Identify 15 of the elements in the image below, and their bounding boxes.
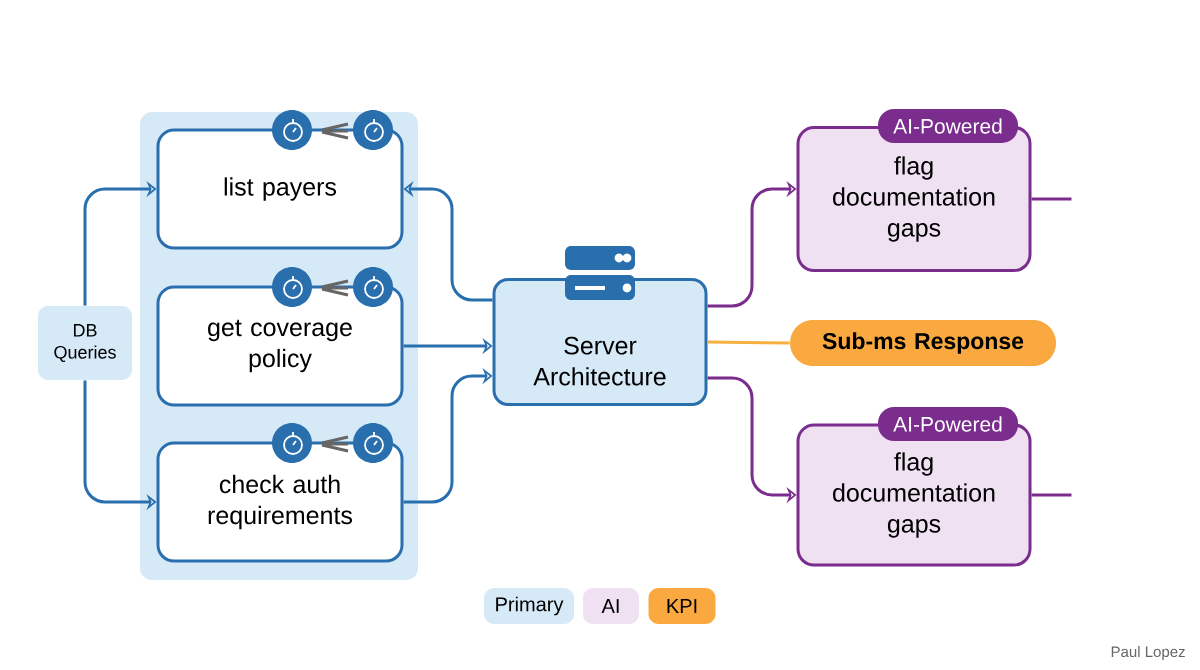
server-box: Server Architecture xyxy=(492,278,708,406)
kpi-pill: Sub-ms Response xyxy=(790,320,1056,366)
legend-item: Primary xyxy=(484,588,574,624)
connector xyxy=(1031,197,1072,201)
legend-item: AI xyxy=(583,588,639,624)
process-box: list payers xyxy=(156,128,404,250)
process-box: check auth requirements xyxy=(156,441,404,563)
connector xyxy=(1031,493,1072,497)
connector xyxy=(707,340,790,345)
label-box: DB Queries xyxy=(38,306,132,380)
credit-text: Paul Lopez xyxy=(1111,646,1185,660)
process-box: get coverage policy xyxy=(156,285,404,407)
badge: AI-Powered xyxy=(878,109,1018,143)
badge: AI-Powered xyxy=(878,407,1018,441)
legend-item: KPI xyxy=(648,588,716,624)
